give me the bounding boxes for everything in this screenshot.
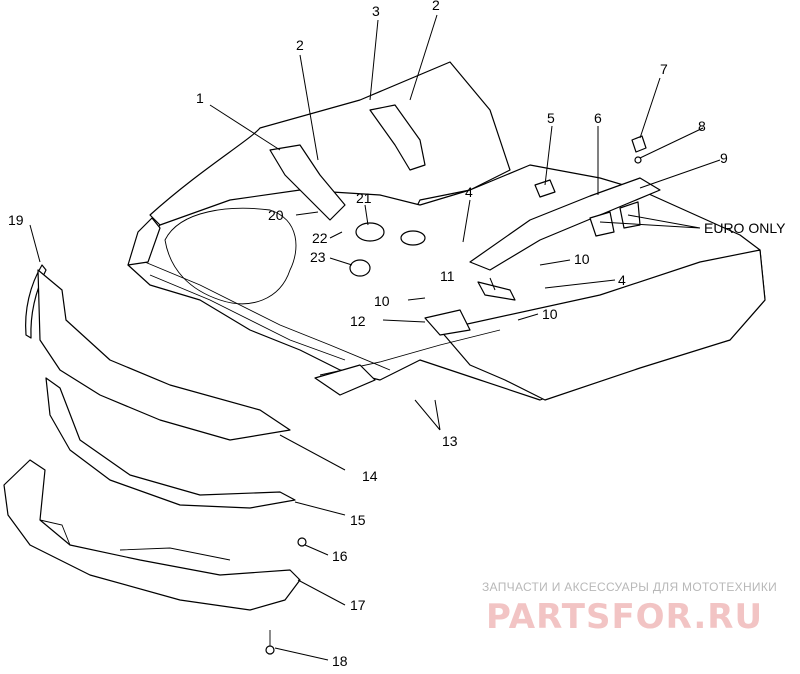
cap-23: [349, 259, 371, 277]
callout-20: 20: [268, 207, 284, 223]
euro-only-note: EURO ONLY: [704, 220, 786, 236]
callout-2-left: 2: [296, 37, 304, 53]
part-17-nose: [3, 459, 301, 611]
callout-18: 18: [332, 653, 348, 669]
nose-detail: [39, 519, 231, 561]
part-19-trim: [25, 264, 47, 339]
callout-10-lower: 10: [542, 306, 558, 322]
euro-bracket-a: [589, 211, 615, 237]
callout-7: 7: [660, 61, 668, 77]
hood-assembly: [127, 61, 766, 401]
callout-21: 21: [356, 190, 372, 206]
oval-opening: [400, 230, 426, 246]
callout-14: 14: [362, 468, 378, 484]
callout-3: 3: [372, 3, 380, 19]
screw-7: [631, 135, 647, 153]
callout-22: 22: [312, 230, 328, 246]
strip-9: [469, 177, 661, 271]
side-panel-right: [439, 249, 766, 401]
callout-15: 15: [350, 512, 366, 528]
callout-4-upper: 4: [465, 184, 473, 200]
bracket-2-left: [269, 144, 346, 221]
callout-labels: 1 2 2 3 4 4 5 6 7 8 9 10 10 10 11 12 13 …: [8, 0, 786, 669]
grommet-21: [355, 222, 385, 242]
part-14-guard: [37, 269, 291, 441]
watermark-subtitle: ЗАПЧАСТИ И АКСЕССУАРЫ ДЛЯ МОТОТЕХНИКИ: [482, 580, 777, 594]
callout-17: 17: [350, 597, 366, 613]
bumper-stack: [3, 264, 307, 655]
callout-6: 6: [594, 110, 602, 126]
tank-outline: [164, 207, 297, 305]
bracket-12: [424, 309, 471, 336]
bolt-16: [297, 537, 307, 547]
callout-19: 19: [8, 212, 24, 228]
callout-16: 16: [332, 548, 348, 564]
callout-8: 8: [698, 118, 706, 134]
callout-23: 23: [310, 249, 326, 265]
strip-assembly: [469, 135, 661, 271]
callout-2-right: 2: [432, 0, 440, 13]
watermark: ЗАПЧАСТИ И АКСЕССУАРЫ ДЛЯ МОТОТЕХНИКИ PA…: [482, 580, 777, 637]
callout-10-left: 10: [374, 293, 390, 309]
part-15-bumper: [45, 377, 296, 509]
front-hook-left: [127, 217, 161, 266]
watermark-logo: PARTSFOR.RU: [486, 597, 763, 637]
frame-rail-inner: [149, 274, 346, 361]
callout-4-lower: 4: [618, 272, 626, 288]
callout-10-right: 10: [574, 251, 590, 267]
bolt-18: [265, 645, 275, 655]
callout-1: 1: [196, 90, 204, 106]
callout-12: 12: [350, 313, 366, 329]
bracket-11: [477, 281, 516, 301]
frame-rail-left: [139, 259, 391, 371]
front-bracket: [314, 364, 376, 396]
callout-11: 11: [440, 268, 455, 284]
callout-13: 13: [442, 433, 458, 449]
callout-5: 5: [547, 110, 555, 126]
bracket-2-right: [369, 104, 426, 171]
callout-9: 9: [720, 150, 728, 166]
leader-lines: [29, 14, 721, 661]
washer-8: [634, 156, 642, 164]
